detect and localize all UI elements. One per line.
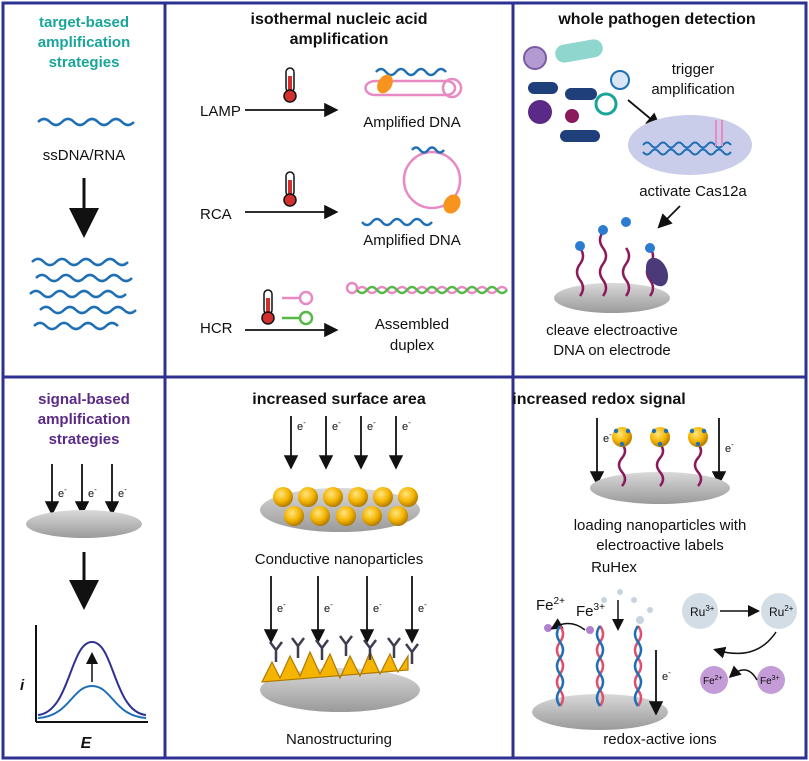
rca-dna: [361, 146, 462, 227]
svg-text:Fe3+: Fe3+: [576, 602, 605, 620]
lamp-label: LAMP: [200, 103, 241, 120]
electrode-icon: [26, 510, 142, 538]
assembled-1: Assembled: [375, 316, 449, 333]
hcr-duplex: [345, 281, 508, 295]
thermometer-icon: [261, 289, 275, 325]
svg-text:e-: e-: [58, 485, 67, 500]
panel-redox: increased redox signal e- e- loading nan…: [512, 391, 797, 748]
svg-text:e-: e-: [418, 600, 427, 615]
electrode-icon: [532, 694, 668, 730]
dsdna-strands: [555, 625, 643, 707]
rca-label: RCA: [200, 206, 232, 223]
thermometer-icon: [283, 67, 297, 103]
loading-1: loading nanoparticles with: [574, 517, 747, 534]
conductive-label: Conductive nanoparticles: [255, 551, 423, 568]
panel-target-based: target-based amplification strategies ss…: [29, 14, 137, 331]
ssdna-label: ssDNA/RNA: [43, 147, 126, 164]
assembled-2: duplex: [390, 337, 435, 354]
virus-icon: [594, 92, 618, 116]
hairpin-icons: [282, 290, 314, 326]
nanostructure: [260, 650, 409, 683]
target-title-1: target-based: [39, 14, 129, 31]
signal-title-2: amplification: [38, 411, 131, 428]
trigger-arrow: [627, 99, 661, 128]
svg-text:e-: e-: [367, 418, 376, 433]
cleave-2: DNA on electrode: [553, 342, 671, 359]
activate-label: activate Cas12a: [639, 183, 747, 200]
electron-arrows: [589, 418, 727, 486]
bacteria-icon: [528, 82, 558, 94]
svg-text:Ru3+: Ru3+: [690, 604, 715, 619]
amplified-dna-1: Amplified DNA: [363, 114, 461, 131]
cleave-1: cleave electroactive: [546, 322, 678, 339]
bacteria-icon: [560, 130, 600, 142]
svg-text:e-: e-: [297, 418, 306, 433]
signal-title-3: strategies: [49, 431, 120, 448]
amplified-dna-2: Amplified DNA: [363, 232, 461, 249]
axis-i: i: [20, 677, 25, 694]
nanoparticle-icon: [273, 487, 418, 526]
target-title-2: amplification: [38, 34, 131, 51]
svg-text:e-: e-: [277, 600, 286, 615]
svg-text:e-: e-: [725, 440, 734, 455]
panel-surface-area: increased surface area e- e- e- e- Condu…: [252, 391, 427, 748]
svg-text:e-: e-: [324, 600, 333, 615]
target-title-3: strategies: [49, 54, 120, 71]
voltammogram: [35, 625, 148, 723]
hcr-label: HCR: [200, 320, 233, 337]
panel-isothermal: isothermal nucleic acid amplification LA…: [200, 11, 508, 354]
activate-arrow: [657, 205, 681, 229]
lamp-dna: [364, 67, 463, 99]
virus-icon: [565, 109, 579, 123]
loading-2: electroactive labels: [596, 537, 724, 554]
electron-arrows: [263, 576, 420, 644]
amplified-strands: [29, 257, 137, 331]
bacteria-icon: [565, 88, 597, 100]
svg-text:e-: e-: [603, 430, 612, 445]
trigger-2: amplification: [651, 81, 734, 98]
labeled-nanoparticles: [612, 427, 708, 487]
iso-title-1: isothermal nucleic acid: [251, 11, 428, 28]
cas12a-complex: [628, 115, 752, 175]
svg-text:e-: e-: [88, 485, 97, 500]
redox-ions-label: redox-active ions: [603, 731, 716, 748]
virus-icon: [523, 46, 547, 70]
whole-title: whole pathogen detection: [557, 11, 755, 28]
thermometer-icon: [283, 171, 297, 207]
redox-title: increased redox signal: [512, 391, 685, 408]
svg-text:e-: e-: [332, 418, 341, 433]
electron-arrows: [44, 464, 120, 516]
ruhex-label: RuHex: [591, 559, 637, 576]
electron-arrows: [283, 416, 404, 470]
signal-title-1: signal-based: [38, 391, 130, 408]
iso-title-2: amplification: [290, 31, 389, 48]
svg-text:e-: e-: [662, 668, 671, 683]
ssdna-strand: [37, 117, 135, 127]
surface-title: increased surface area: [252, 391, 426, 408]
svg-text:Fe3+: Fe3+: [760, 675, 780, 687]
svg-text:Ru2+: Ru2+: [769, 604, 794, 619]
panel-whole-pathogen: whole pathogen detection trigger amplifi…: [523, 11, 756, 359]
svg-text:e-: e-: [373, 600, 382, 615]
svg-text:e-: e-: [118, 485, 127, 500]
virus-icon: [528, 100, 552, 124]
pathogen-cluster: [523, 39, 630, 142]
virus-icon: [610, 70, 630, 90]
bacteria-icon: [555, 39, 603, 63]
axis-E: E: [81, 735, 93, 752]
svg-text:e-: e-: [402, 418, 411, 433]
electrode-icon: [590, 472, 730, 504]
redox-cycle: Ru3+ Ru2+ Fe2+ Fe3+: [682, 593, 797, 694]
panel-signal-based: signal-based amplification strategies e-…: [20, 391, 148, 752]
trigger-1: trigger: [672, 61, 715, 78]
svg-text:Fe2+: Fe2+: [536, 596, 565, 614]
svg-text:Fe2+: Fe2+: [703, 675, 723, 687]
antibody-icon: [269, 635, 419, 664]
nanostructuring-label: Nanostructuring: [286, 731, 392, 748]
